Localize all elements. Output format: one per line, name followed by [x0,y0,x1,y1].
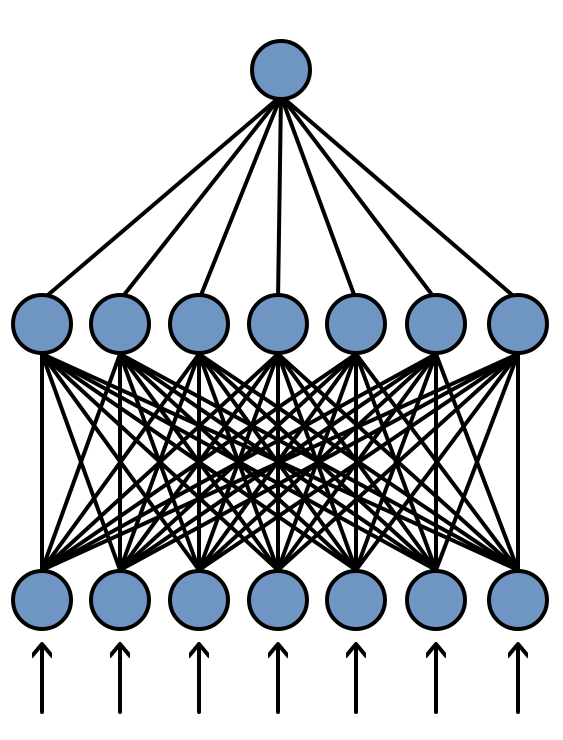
hidden-node-1 [11,293,73,355]
hidden-node-3 [168,293,230,355]
input-node-1 [11,569,73,631]
input-arrows [42,645,518,714]
input-node-2 [89,569,151,631]
edge-input-7-hidden-4 [276,352,520,572]
hidden-node-6 [405,293,467,355]
hidden-node-7 [487,293,549,355]
edge-hidden-5-output-1 [279,94,358,302]
input-node-4 [247,569,309,631]
edge-input-6-hidden-1 [40,352,438,572]
output-node-1 [250,39,312,101]
input-node-3 [168,569,230,631]
hidden-node-2 [89,293,151,355]
edge-input-7-hidden-3 [197,352,520,572]
edge-input-2-hidden-1 [40,352,122,572]
edge-input-7-hidden-2 [118,352,520,572]
hidden-to-output-edges [40,94,520,302]
nodes [11,39,549,631]
edge-input-5-hidden-1 [40,352,358,572]
edge-hidden-1-output-1 [40,94,283,302]
edge-input-4-hidden-1 [40,352,280,572]
input-node-5 [325,569,387,631]
edge-input-7-hidden-6 [434,352,520,572]
edge-input-7-hidden-1 [40,352,520,572]
edge-input-7-hidden-5 [354,352,520,572]
input-node-7 [487,569,549,631]
edge-input-3-hidden-1 [40,352,201,572]
edge-hidden-4-output-1 [276,94,283,302]
hidden-node-5 [325,293,387,355]
edge-hidden-6-output-1 [279,94,438,302]
edge-hidden-7-output-1 [279,94,520,302]
input-node-6 [405,569,467,631]
edge-hidden-2-output-1 [118,94,283,302]
edge-hidden-3-output-1 [197,94,283,302]
hidden-node-4 [247,293,309,355]
input-to-hidden-edges [40,352,520,572]
